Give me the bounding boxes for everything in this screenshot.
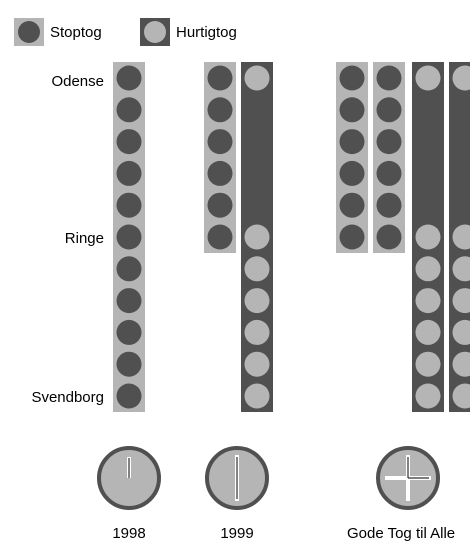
station-stop-dot xyxy=(415,256,441,282)
station-stop-dot xyxy=(452,256,470,282)
station-stop-dot xyxy=(207,97,233,123)
clock-icon xyxy=(97,446,161,510)
station-stop-dot xyxy=(339,224,365,250)
station-stop-dot xyxy=(415,288,441,314)
station-stop-dot xyxy=(339,65,365,91)
station-stop-dot xyxy=(339,192,365,218)
station-label-ringe: Ringe xyxy=(65,230,104,247)
station-stop-dot xyxy=(116,351,142,377)
station-stop-dot xyxy=(244,351,270,377)
station-label-odense: Odense xyxy=(51,73,104,90)
station-stop-dot xyxy=(339,97,365,123)
station-stop-dot xyxy=(376,65,402,91)
station-stop-dot xyxy=(339,129,365,155)
station-stop-dot xyxy=(452,319,470,345)
station-stop-dot xyxy=(415,65,441,91)
line-2-stoptog-b-band xyxy=(373,62,405,253)
scenario-label-gode-tog: Gode Tog til Alle xyxy=(347,525,455,542)
station-stop-dot xyxy=(339,160,365,186)
station-stop-dot xyxy=(116,383,142,409)
station-stop-dot xyxy=(244,383,270,409)
station-stop-dot xyxy=(376,129,402,155)
station-stop-dot xyxy=(376,224,402,250)
station-label-svendborg: Svendborg xyxy=(31,389,104,406)
station-stop-dot xyxy=(116,129,142,155)
line-2-stoptog-a-band xyxy=(336,62,368,253)
station-stop-dot xyxy=(452,65,470,91)
station-stop-dot xyxy=(452,351,470,377)
station-stop-dot xyxy=(207,224,233,250)
station-stop-dot xyxy=(116,192,142,218)
legend: Stoptog Hurtigtog xyxy=(14,18,237,46)
station-stop-dot xyxy=(244,256,270,282)
legend-express-dot xyxy=(144,21,166,43)
scenario-label-1998: 1998 xyxy=(112,525,145,542)
station-stop-dot xyxy=(244,319,270,345)
station-stop-dot xyxy=(452,383,470,409)
legend-stop-dot xyxy=(18,21,40,43)
clock-icon xyxy=(376,446,440,510)
station-stop-dot xyxy=(116,288,142,314)
station-stop-dot xyxy=(452,288,470,314)
station-stop-dot xyxy=(116,256,142,282)
clock-rim xyxy=(205,446,269,510)
station-stop-dot xyxy=(207,192,233,218)
line-1999-stoptog-band xyxy=(204,62,236,253)
station-stop-dot xyxy=(116,160,142,186)
scenario-label-1999: 1999 xyxy=(220,525,253,542)
clock-rim xyxy=(97,446,161,510)
clock-rim xyxy=(376,446,440,510)
station-stop-dot xyxy=(116,97,142,123)
station-stop-dot xyxy=(207,65,233,91)
legend-express-label: Hurtigtog xyxy=(176,24,237,41)
station-stop-dot xyxy=(376,192,402,218)
station-stop-dot xyxy=(244,65,270,91)
station-stop-dot xyxy=(415,383,441,409)
station-stop-dot xyxy=(244,288,270,314)
station-stop-dot xyxy=(116,224,142,250)
legend-stop-label: Stoptog xyxy=(50,24,102,41)
train-lines xyxy=(113,62,470,412)
station-stop-dot xyxy=(116,319,142,345)
station-stop-dot xyxy=(244,224,270,250)
station-stop-dot xyxy=(415,351,441,377)
station-stop-dot xyxy=(452,224,470,250)
station-stop-dot xyxy=(207,160,233,186)
clock-icon xyxy=(205,446,269,510)
station-stop-dot xyxy=(415,319,441,345)
station-stop-dot xyxy=(415,224,441,250)
station-stop-dot xyxy=(207,129,233,155)
station-stop-dot xyxy=(376,160,402,186)
station-stop-dot xyxy=(376,97,402,123)
station-stop-dot xyxy=(116,65,142,91)
